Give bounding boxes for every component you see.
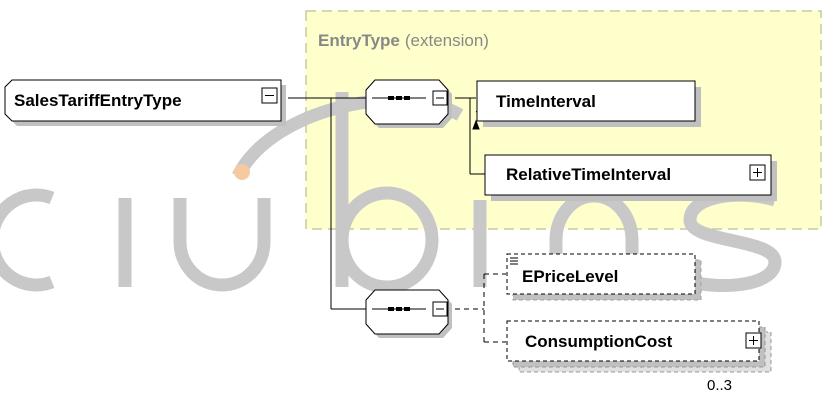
watermark-letter-b-bowl (335, 186, 439, 294)
watermark-letter-a (0, 188, 132, 292)
choice-collapse-icon[interactable] (432, 90, 448, 106)
collapse-icon[interactable] (261, 87, 278, 104)
cardinality-label: 0..3 (707, 377, 732, 394)
root-element-label: SalesTariffEntryType (14, 91, 182, 110)
time-interval-label: TimeInterval (496, 92, 596, 111)
extension-qualifier: (extension) (405, 31, 489, 50)
consumption-cost-node[interactable]: ConsumptionCost 0..3 (506, 320, 772, 394)
eprice-level-node[interactable]: EPriceLevel (506, 253, 702, 301)
sequence-compositor[interactable] (365, 289, 452, 338)
relative-time-interval-node[interactable]: RelativeTimeInterval (484, 154, 777, 201)
sequence-collapse-icon[interactable] (432, 301, 448, 317)
extension-header: EntryType (extension) (318, 31, 489, 50)
watermark-letter-u (173, 198, 271, 292)
documentation-icon (510, 257, 518, 265)
choice-compositor[interactable] (365, 79, 452, 128)
expand-icon[interactable] (745, 332, 762, 349)
time-interval-node[interactable]: TimeInterval (476, 80, 701, 127)
root-element-node[interactable]: SalesTariffEntryType (4, 79, 286, 126)
expand-icon[interactable] (749, 164, 766, 181)
relative-time-interval-label: RelativeTimeInterval (506, 165, 671, 184)
consumption-cost-label: ConsumptionCost (525, 332, 673, 351)
watermark-dot (234, 164, 250, 180)
eprice-level-label: EPriceLevel (522, 267, 618, 286)
extension-base-name: EntryType (318, 31, 400, 50)
